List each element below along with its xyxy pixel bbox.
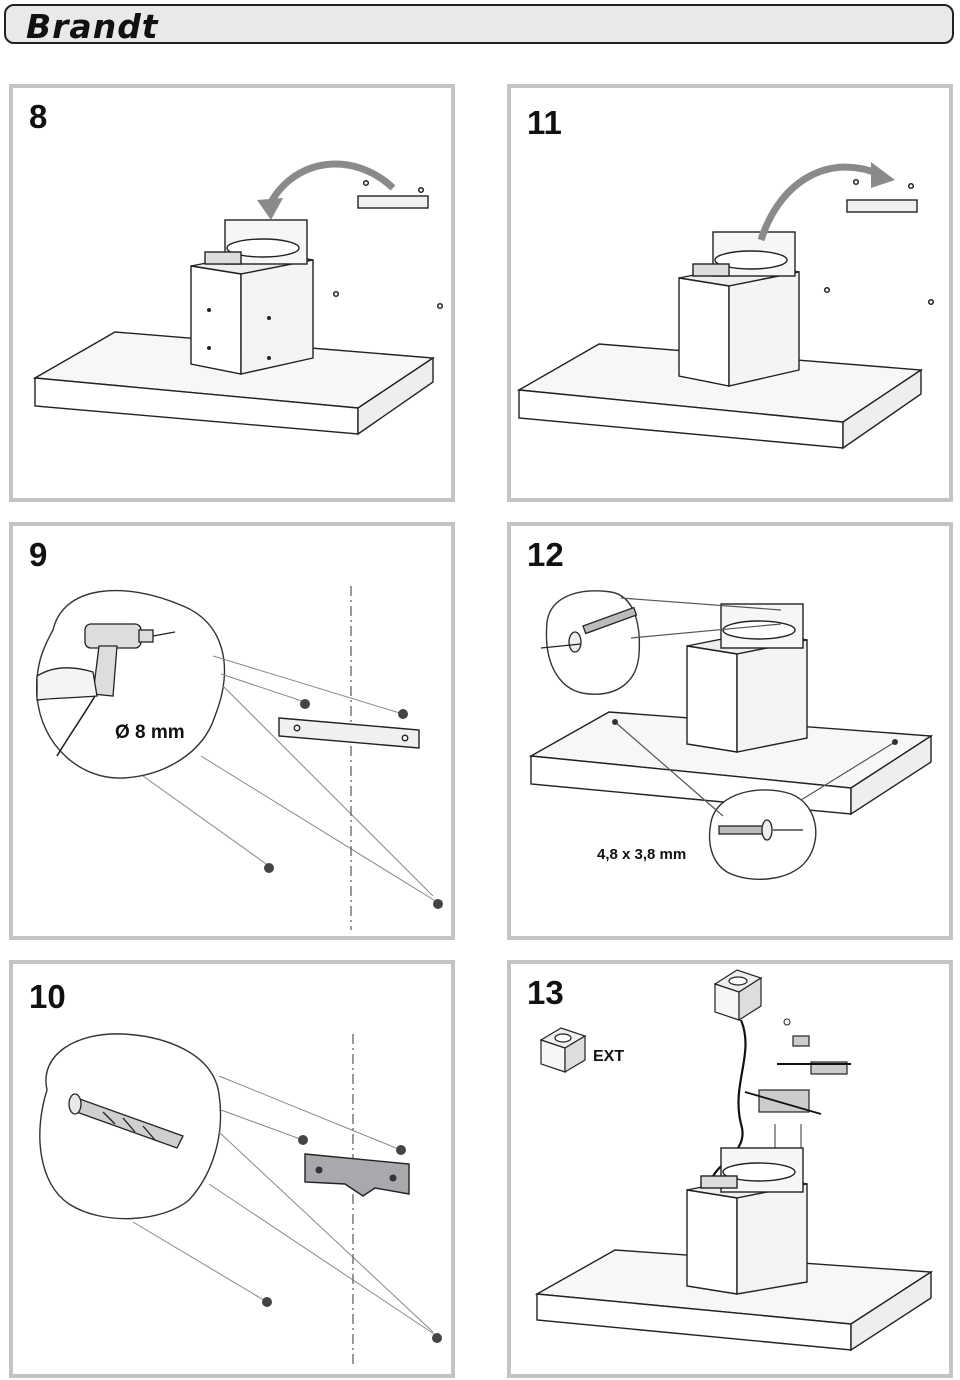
step-number: 10 xyxy=(29,978,66,1015)
step-number: 8 xyxy=(29,98,48,135)
step-number: 9 xyxy=(29,536,48,573)
step-number: 12 xyxy=(527,536,564,573)
screw-fixing-illustration xyxy=(528,590,934,880)
step-number: 11 xyxy=(527,104,562,141)
hood-illustration xyxy=(32,160,444,436)
hood-illustration xyxy=(516,162,935,450)
step-10-panel: 10 xyxy=(9,960,455,1378)
step-12-panel: 12 4,8 x 3,8 mm xyxy=(507,522,953,940)
step-9-panel: 9 Ø 8 mm xyxy=(9,522,455,940)
step-number: 13 xyxy=(527,974,564,1011)
step-11-panel: 11 xyxy=(507,84,953,502)
brand-logo: Brandt xyxy=(26,7,159,46)
drill-diameter-label: Ø 8 mm xyxy=(115,722,185,743)
drilling-illustration xyxy=(35,586,443,930)
ext-label: EXT xyxy=(593,1048,625,1065)
ducting-illustration xyxy=(534,969,934,1352)
step-8-panel: 8 xyxy=(9,84,455,502)
step-13-panel: 13 xyxy=(507,960,953,1378)
wall-plug-illustration xyxy=(39,1033,442,1368)
header-bar: Brandt xyxy=(4,4,954,46)
screw-size-label: 4,8 x 3,8 mm xyxy=(597,846,687,863)
